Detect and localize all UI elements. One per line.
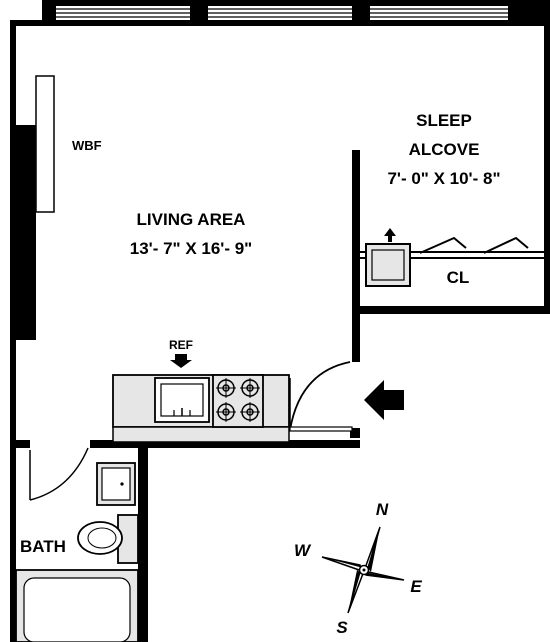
compass-rose: N S E W (294, 500, 422, 637)
compass-west: W (294, 541, 312, 560)
walls (10, 20, 550, 642)
sleep-alcove-title-line1: SLEEP (416, 111, 472, 130)
bath (15, 447, 139, 642)
closet (360, 228, 544, 287)
ref-arrow-icon (170, 354, 192, 368)
fireplace (35, 75, 55, 213)
refrigerator-label: REF (169, 338, 193, 352)
bath-label: BATH (20, 537, 66, 556)
entry-door (289, 361, 353, 432)
sleep-alcove-title-line2: ALCOVE (409, 140, 480, 159)
sleep-alcove-dimensions: 7'- 0" X 10'- 8" (387, 169, 500, 188)
compass-east: E (410, 577, 422, 596)
living-area-dimensions: 13'- 7" X 16'- 9" (130, 239, 253, 258)
kitchen-counter (112, 354, 290, 443)
compass-north: N (376, 500, 389, 519)
top-window-wall (16, 0, 550, 26)
compass-south: S (336, 618, 348, 637)
living-area-title: LIVING AREA (137, 210, 246, 229)
entry-arrow-icon (364, 380, 404, 420)
fireplace-label: WBF (72, 138, 102, 153)
closet-label: CL (447, 268, 470, 287)
